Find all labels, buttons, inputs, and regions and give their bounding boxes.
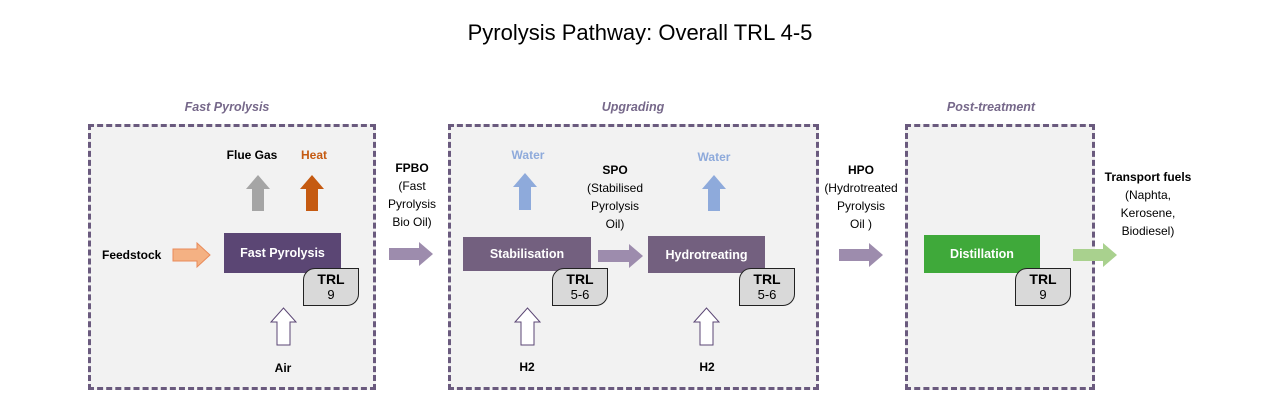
- spo-note: SPO (Stabilised Pyrolysis Oil): [560, 161, 670, 233]
- fpbo-note: FPBO (Fast Pyrolysis Bio Oil): [357, 159, 467, 231]
- air-label: Air: [274, 361, 292, 375]
- fpbo-code: FPBO: [395, 161, 429, 175]
- water-arrow-icon: [513, 173, 537, 210]
- h2-label-1: H2: [519, 360, 535, 374]
- process-stabilisation: Stabilisation: [463, 237, 591, 271]
- fpbo-desc-line: Bio Oil): [392, 215, 432, 229]
- trl-value: 5-6: [570, 287, 590, 302]
- hpo-desc-line: (Hydrotreated: [824, 181, 898, 195]
- h2-arrow-icon: [692, 307, 721, 346]
- trl-label: TRL: [566, 271, 594, 287]
- water-label-1: Water: [511, 148, 545, 162]
- spo-desc-line: Pyrolysis: [590, 199, 639, 213]
- fuels-desc-line: (Naphta,: [1124, 188, 1172, 202]
- fpbo-flow-arrow-icon: [389, 242, 433, 266]
- fpbo-desc-line: (Fast: [398, 179, 426, 193]
- heat-label: Heat: [300, 148, 327, 162]
- flue-gas-arrow-icon: [246, 175, 270, 211]
- air-arrow-icon: [269, 307, 298, 346]
- hpo-flow-arrow-icon: [839, 243, 883, 267]
- spo-desc-line: (Stabilised: [586, 181, 644, 195]
- spo-code: SPO: [602, 163, 628, 177]
- transport-fuels-code: Transport fuels: [1104, 170, 1192, 184]
- stage-label-post-treatment: Post-treatment: [946, 100, 1036, 114]
- transport-fuels-note: Transport fuels (Naphta, Kerosene, Biodi…: [1093, 168, 1203, 240]
- diagram-title: Pyrolysis Pathway: Overall TRL 4-5: [467, 20, 813, 45]
- process-distillation: Distillation: [924, 235, 1040, 273]
- heat-arrow-icon: [300, 175, 324, 211]
- hpo-desc-line: Pyrolysis: [836, 199, 885, 213]
- hpo-note: HPO (Hydrotreated Pyrolysis Oil ): [806, 161, 916, 233]
- water-arrow-icon: [702, 175, 726, 211]
- h2-label-2: H2: [699, 360, 715, 374]
- feedstock-label: Feedstock: [102, 248, 162, 262]
- trl-value: 5-6: [757, 287, 777, 302]
- hpo-code: HPO: [847, 163, 874, 177]
- water-label-2: Water: [697, 150, 731, 164]
- spo-flow-arrow-icon: [598, 244, 643, 268]
- fuels-desc-line: Biodiesel): [1121, 224, 1175, 238]
- h2-arrow-icon: [513, 307, 542, 346]
- trl-label: TRL: [753, 271, 781, 287]
- trl-value: 9: [1039, 287, 1047, 302]
- fuels-flow-arrow-icon: [1073, 243, 1117, 267]
- hpo-desc-line: Oil ): [850, 217, 872, 231]
- trl-label: TRL: [317, 271, 345, 287]
- process-fast-pyrolysis: Fast Pyrolysis: [224, 233, 341, 273]
- feedstock-arrow-icon: [172, 241, 211, 269]
- spo-desc-line: Oil): [605, 217, 625, 231]
- stage-label-upgrading: Upgrading: [601, 100, 665, 114]
- trl-value: 9: [327, 287, 335, 302]
- process-hydrotreating: Hydrotreating: [648, 236, 765, 273]
- flue-gas-label: Flue Gas: [226, 148, 278, 162]
- trl-label: TRL: [1029, 271, 1057, 287]
- fpbo-desc-line: Pyrolysis: [387, 197, 436, 211]
- stage-label-fast-pyrolysis: Fast Pyrolysis: [184, 100, 270, 114]
- fuels-desc-line: Kerosene,: [1120, 206, 1176, 220]
